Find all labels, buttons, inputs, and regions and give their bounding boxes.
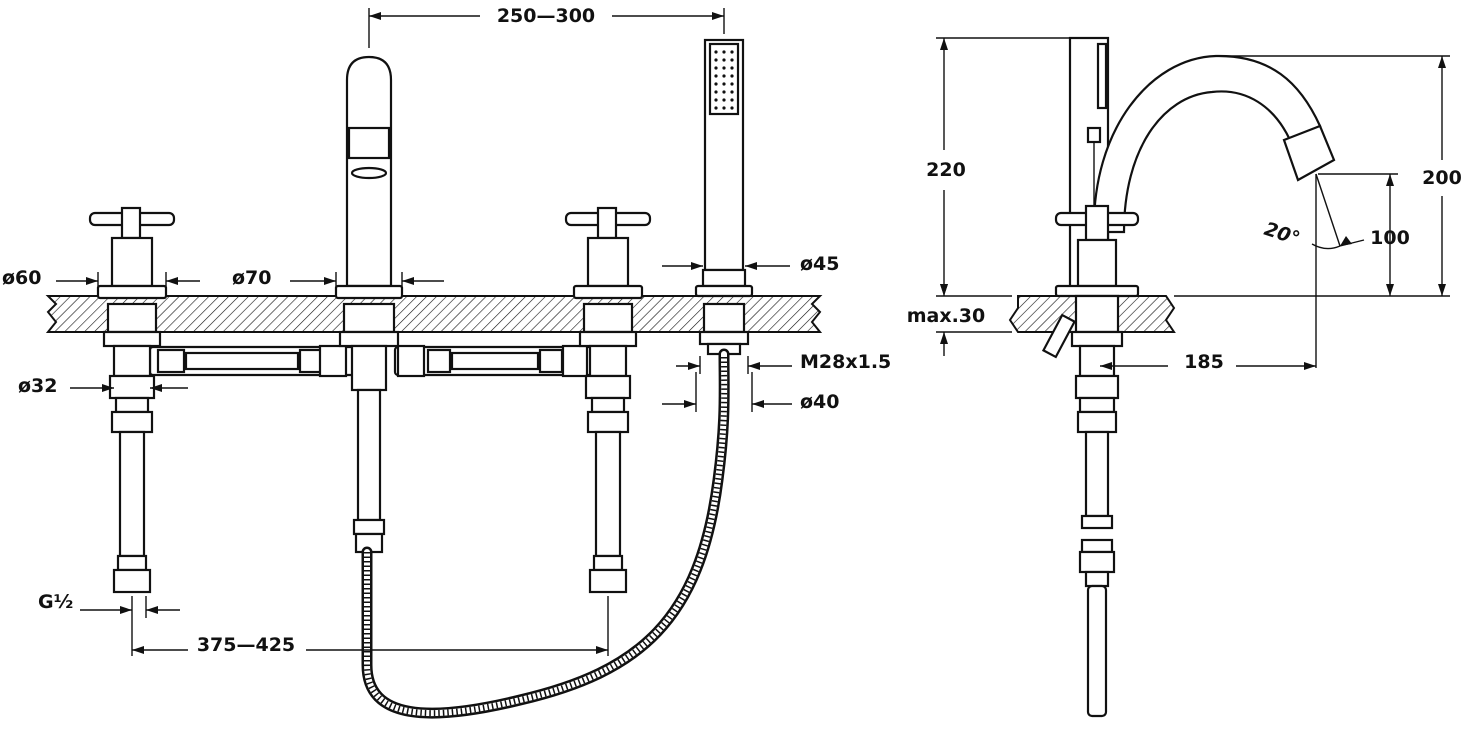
dim-spout-to-shower-label: 250—300 [497, 5, 595, 27]
hand-shower [694, 38, 754, 356]
dim-max-deck: max.30 [907, 284, 1012, 356]
dim-shower-holder-diameter: ø45 [662, 253, 840, 275]
dim-connection: G½ [38, 591, 180, 656]
dim-spout-reach: 185 [1100, 351, 1316, 373]
dim-spout-to-shower: 250—300 [368, 5, 725, 48]
bridge-pipe [148, 344, 597, 378]
dim-inlet-diameter: ø32 [18, 375, 188, 397]
dim-spout-base-diameter-label: ø70 [232, 267, 272, 289]
dim-spout-angle-label: 20° [1262, 218, 1303, 250]
dim-max-deck-label: max.30 [907, 305, 986, 327]
dim-outlet-height-label: 100 [1370, 227, 1410, 249]
dim-outlet-height: 100 [1318, 173, 1410, 296]
dim-inlet-diameter-label: ø32 [18, 375, 58, 397]
dim-spout-height: 200 [1174, 55, 1462, 297]
dim-thread-label: M28x1.5 [800, 351, 891, 373]
side-valve-body [1041, 294, 1124, 718]
front-view: 250—300 ø60 ø70 ø45 [2, 5, 891, 719]
dim-overall-height-label: 220 [926, 159, 966, 181]
dim-overall-height: 220 [926, 37, 1072, 296]
center-spout [334, 55, 404, 554]
dim-shower-hole-diameter-label: ø40 [800, 391, 840, 413]
right-cross-handle-valve [564, 206, 652, 594]
left-cross-handle-valve [88, 206, 176, 594]
dim-spout-reach-label: 185 [1184, 351, 1224, 373]
dim-spout-height-label: 200 [1422, 167, 1462, 189]
dim-thread: M28x1.5 [676, 351, 891, 374]
side-swan-neck-spout [1092, 54, 1336, 234]
dim-valve-spacing-label: 375—425 [197, 634, 295, 656]
dim-connection-label: G½ [38, 591, 73, 613]
dim-shower-holder-diameter-label: ø45 [800, 253, 840, 275]
dim-valve-spacing: 375—425 [132, 596, 609, 656]
shower-hose [361, 348, 730, 719]
dim-handle-diameter: ø60 [2, 267, 200, 290]
dim-spout-angle: 20° [1262, 173, 1365, 368]
dim-spout-base-diameter: ø70 [232, 267, 444, 290]
dim-handle-diameter-label: ø60 [2, 267, 42, 289]
side-view: 220 max.30 200 100 [907, 36, 1462, 718]
side-cross-handle [1054, 204, 1140, 298]
dim-shower-hole-diameter: ø40 [662, 372, 840, 413]
